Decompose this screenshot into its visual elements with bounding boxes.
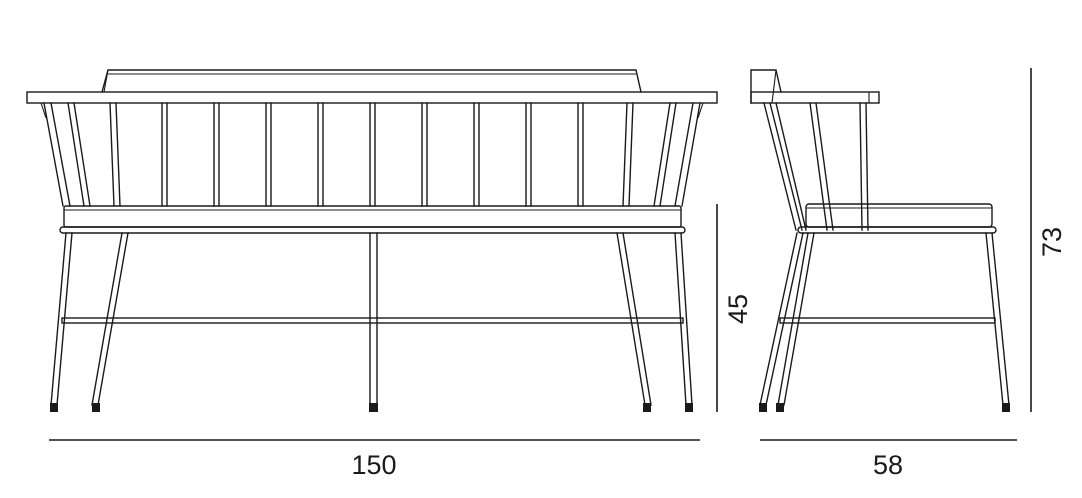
side-back-posts bbox=[763, 102, 869, 231]
front-back-cap bbox=[26, 91, 718, 119]
dimension-width-label: 150 bbox=[351, 450, 396, 480]
front-legs bbox=[50, 232, 693, 412]
side-stretcher bbox=[779, 317, 996, 324]
dimension-total-height: 73 bbox=[1030, 68, 1067, 412]
front-spindles bbox=[43, 102, 701, 207]
side-seat bbox=[797, 203, 997, 234]
front-stretcher bbox=[61, 317, 684, 324]
front-seat bbox=[59, 205, 686, 234]
dimension-total-height-label: 73 bbox=[1037, 227, 1067, 257]
side-view bbox=[750, 69, 1010, 412]
side-back-top bbox=[750, 69, 782, 104]
dimension-seat-height-label: 45 bbox=[723, 294, 753, 324]
dimension-depth: 58 bbox=[760, 439, 1017, 480]
dimension-width: 150 bbox=[49, 439, 700, 480]
front-view bbox=[26, 69, 718, 412]
dimension-seat-height: 45 bbox=[716, 204, 753, 412]
front-top-rail bbox=[101, 69, 642, 93]
side-armrest bbox=[750, 91, 880, 104]
dimension-depth-label: 58 bbox=[873, 450, 903, 480]
side-legs bbox=[759, 232, 1010, 412]
